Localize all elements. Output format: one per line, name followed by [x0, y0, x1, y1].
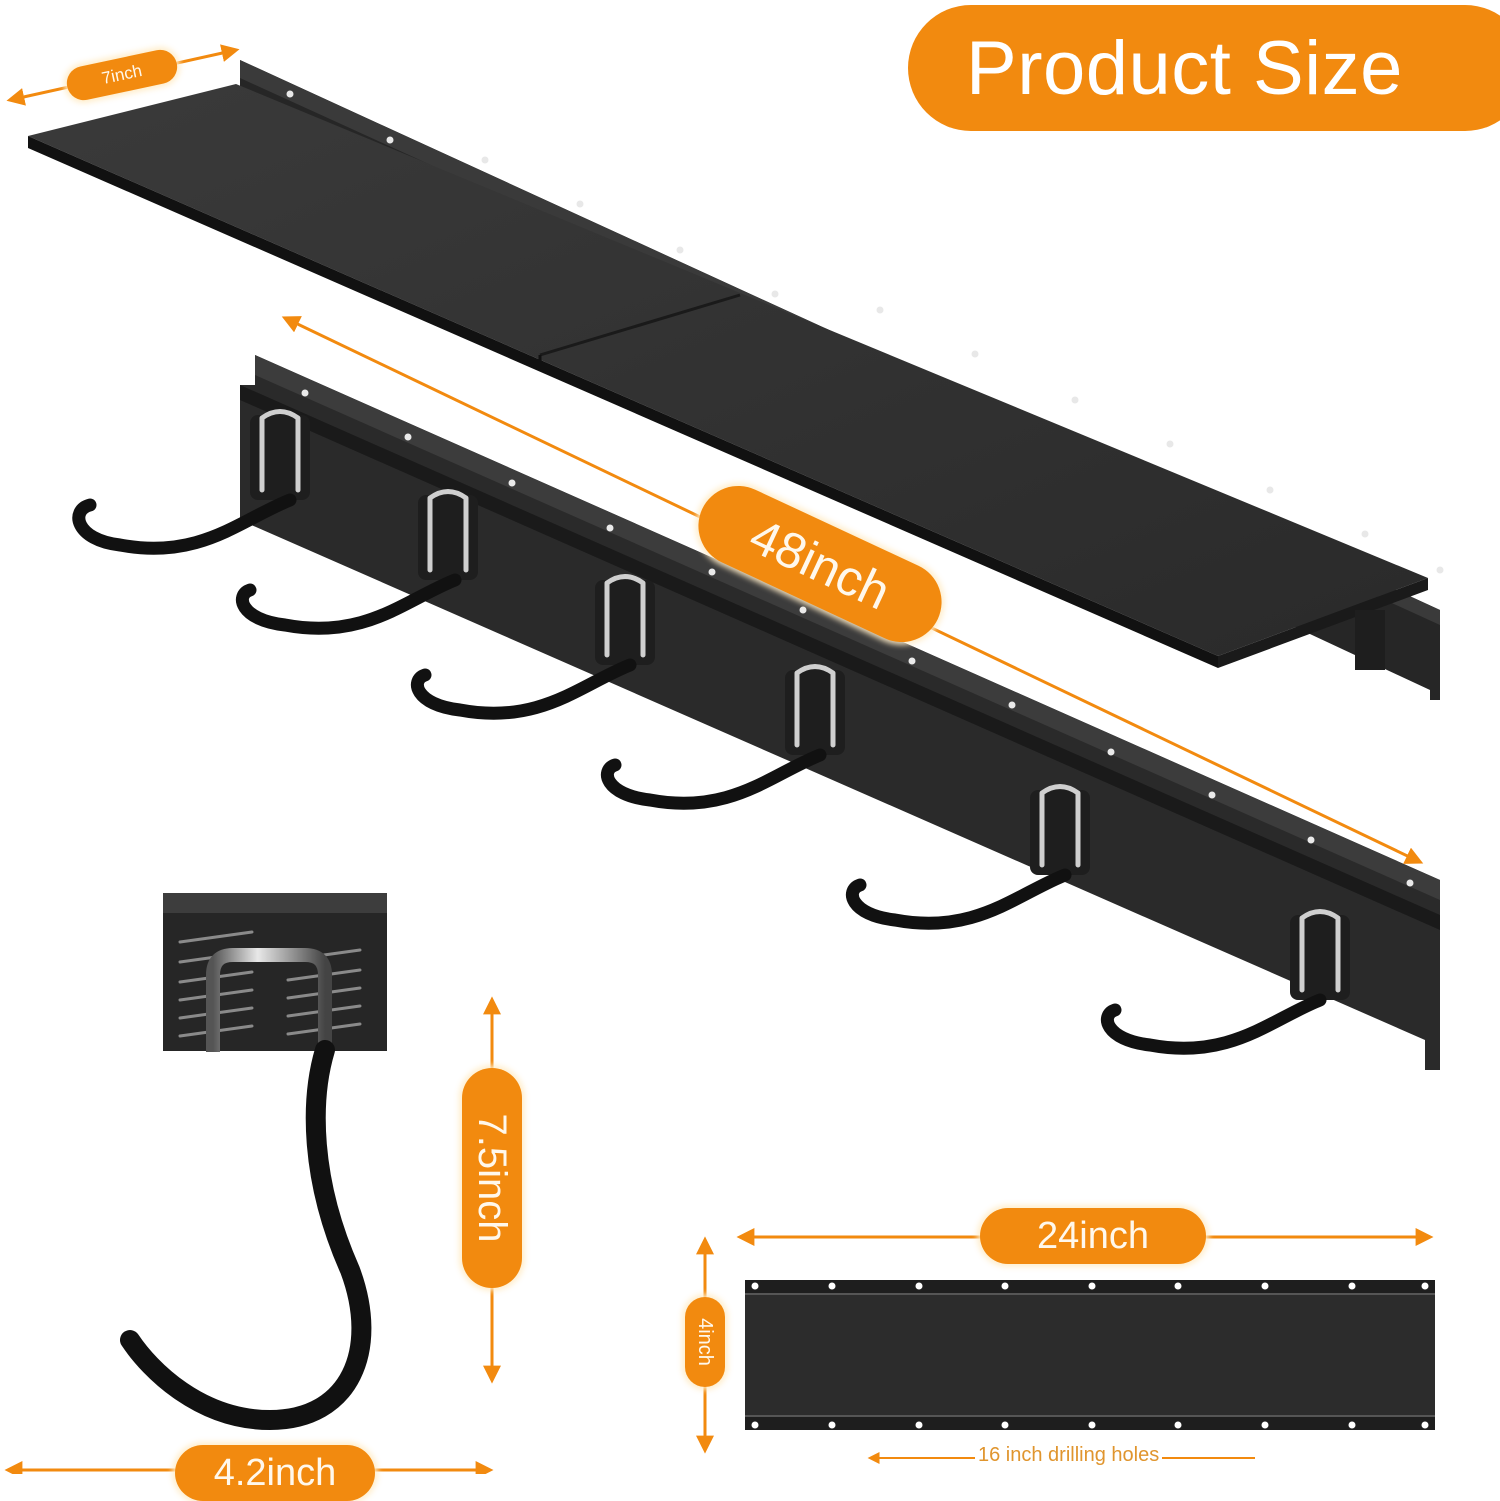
page-title: Product Size [966, 25, 1403, 111]
drilling-holes-label: 16 inch drilling holes [975, 1444, 1163, 1467]
title-banner: Product Size [908, 5, 1500, 131]
rail-hook-6 [1100, 909, 1350, 1055]
hook-height-label: 7.5inch [462, 1068, 522, 1288]
panel-length-label: 24inch [980, 1208, 1206, 1264]
rail-panel [745, 1280, 1435, 1430]
dimension-arrows [4, 44, 1434, 1474]
panel-height-label: 4inch [685, 1297, 725, 1387]
single-hook [120, 893, 387, 1431]
hook-width-label: 4.2inch [175, 1445, 375, 1501]
